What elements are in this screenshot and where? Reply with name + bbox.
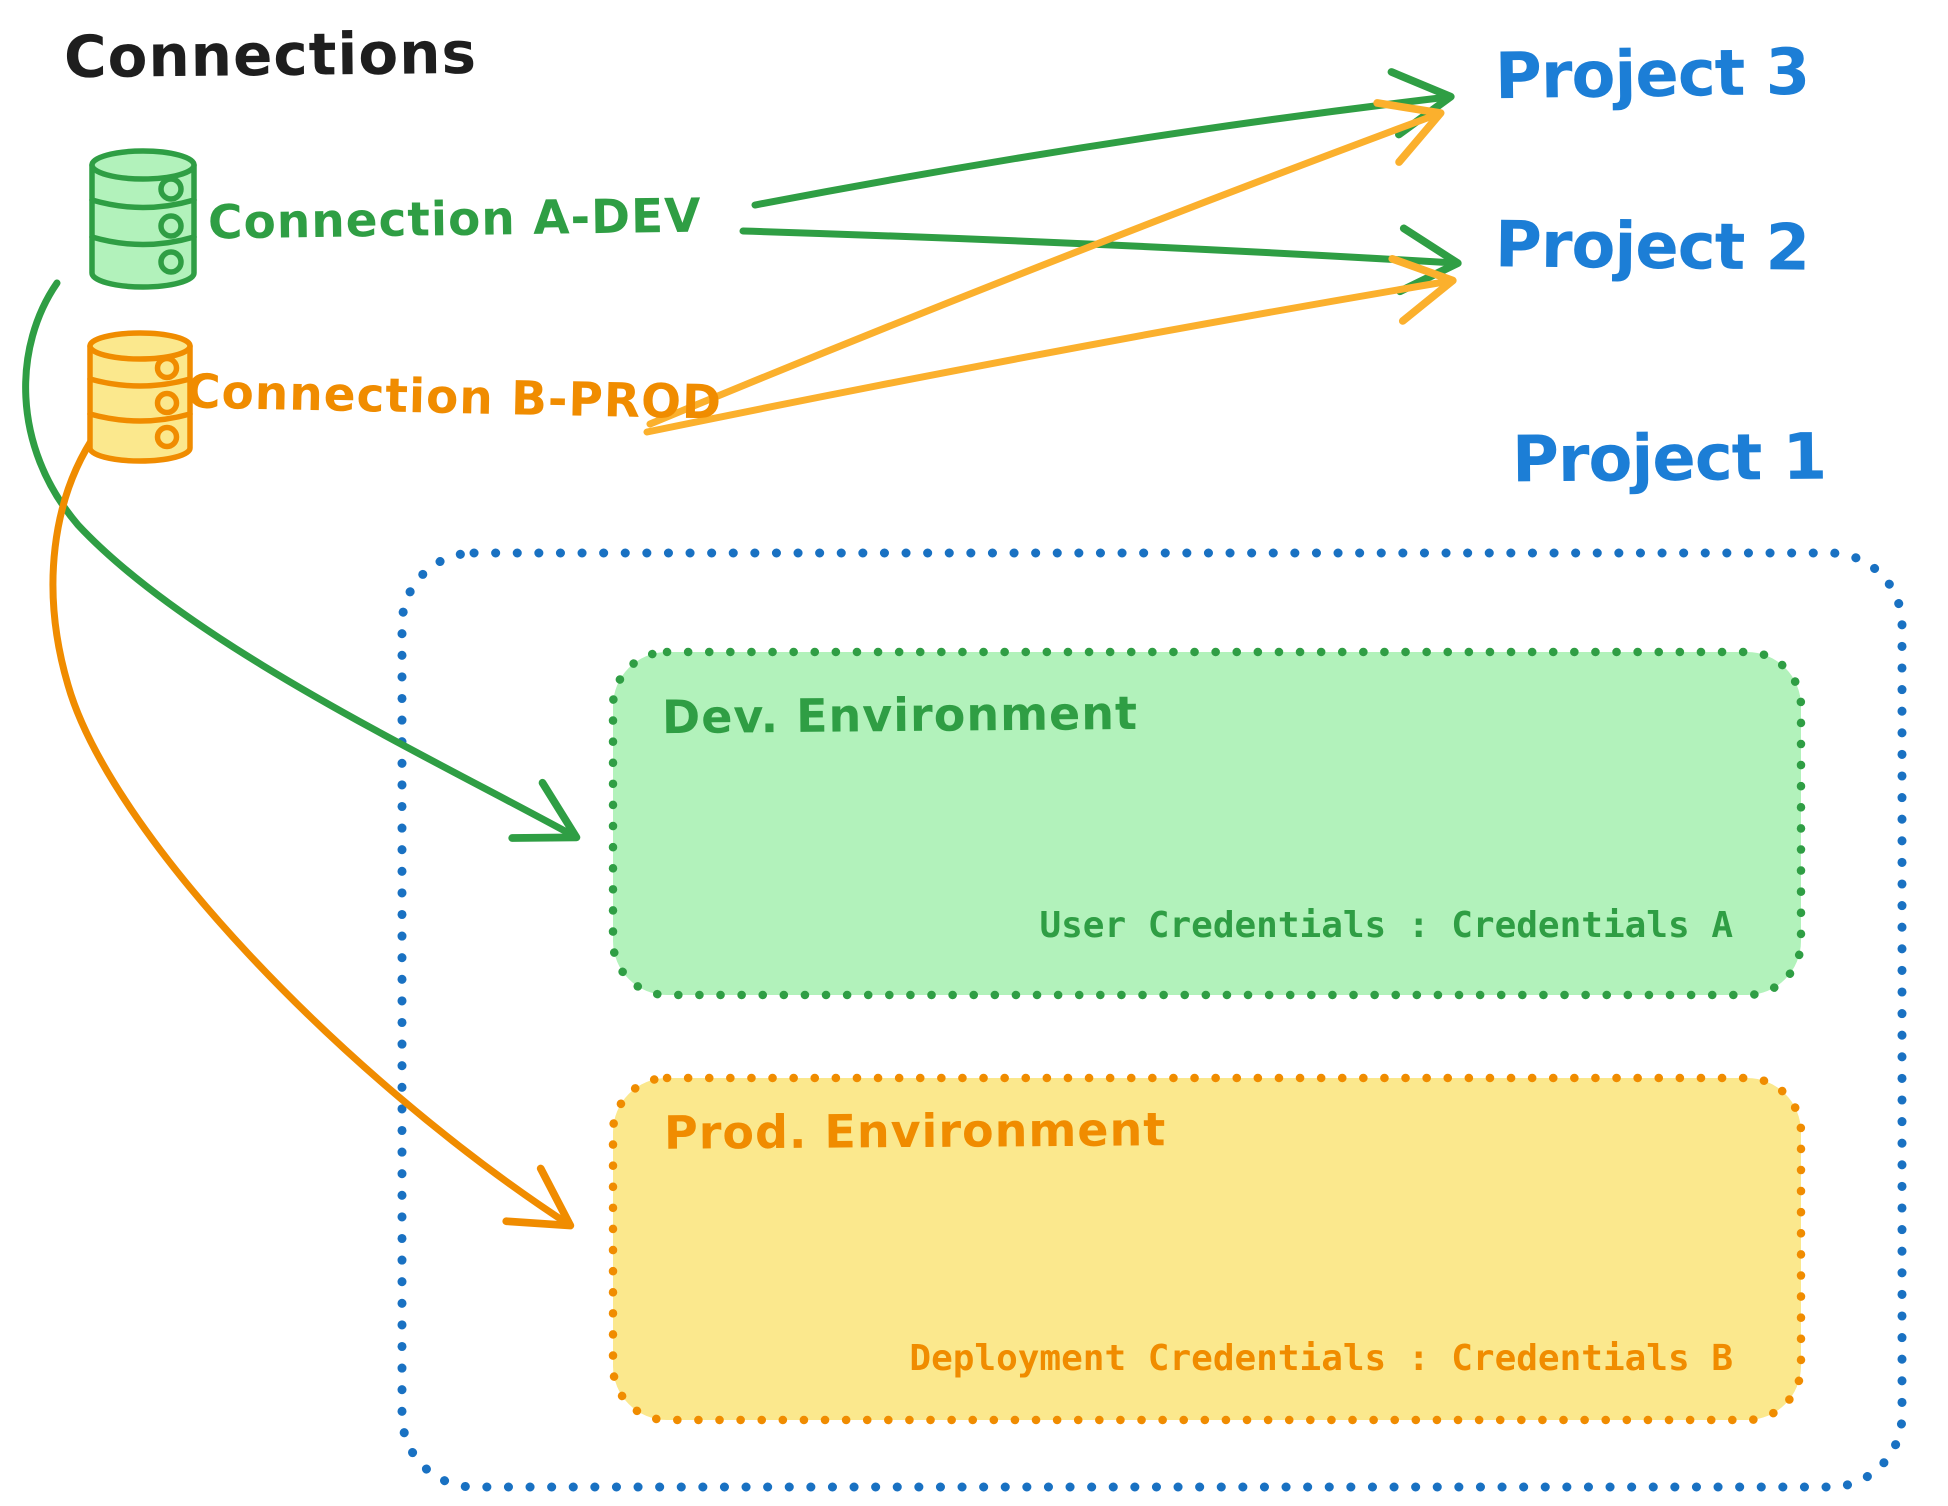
arrow-b-prod-to-project-2 [643, 254, 1457, 436]
prod-environment-box [608, 1073, 1806, 1425]
diagram-title: Connections [63, 18, 478, 92]
prod-environment-title: Prod. Environment [663, 1102, 1167, 1160]
project-2-label: Project 2 [1494, 208, 1810, 286]
connection-b-prod-label: Connection B-PROD [185, 364, 723, 431]
arrow-b-prod-to-project-3 [646, 99, 1445, 428]
prod-environment-credentials: Deployment Credentials : Credentials B [909, 1338, 1733, 1379]
connection-a-dev-label: Connection A-DEV [207, 188, 702, 251]
project-1-label: Project 1 [1511, 420, 1827, 498]
database-icon-prod [87, 330, 193, 464]
dev-environment-credentials: User Credentials : Credentials A [1039, 905, 1733, 946]
connection-environment-arrows [22, 279, 581, 1230]
database-icon-dev [89, 148, 197, 290]
arrow-b-prod-to-prod-environment [49, 428, 575, 1230]
dev-environment-title: Dev. Environment [661, 685, 1139, 745]
connection-project-arrows [643, 68, 1462, 436]
project-1-container-box [397, 548, 1907, 1492]
project-3-label: Project 3 [1494, 35, 1810, 115]
arrow-a-dev-to-project-2 [739, 224, 1462, 296]
arrow-a-dev-to-dev-environment [22, 279, 581, 842]
dev-environment-box [608, 647, 1806, 1000]
arrow-a-dev-to-project-3 [751, 68, 1455, 209]
